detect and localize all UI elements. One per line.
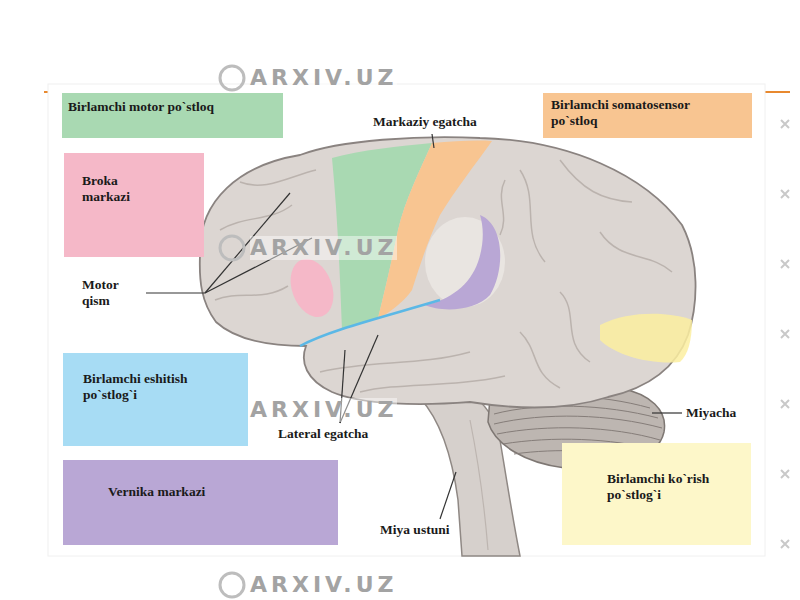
box-text: Birlamchi ko`rish po`stlog`i <box>607 471 727 502</box>
slide-decoration <box>44 84 790 556</box>
cerebrum <box>200 137 696 407</box>
region-label-box: Birlamchi somatosensor po`stloq <box>543 93 752 138</box>
watermark: ARXIV.UZ <box>250 398 397 422</box>
region-label-box: Birlamchi ko`rish po`stlog`i <box>562 443 751 545</box>
region-label-box: Birlamchi eshitish po`stlog`i <box>63 353 248 446</box>
watermark: ARXIV.UZ <box>250 236 397 260</box>
box-text: Birlamchi somatosensor po`stloq <box>551 97 711 128</box>
box-text: Broka markazi <box>82 173 152 204</box>
region-label-box: Broka markazi <box>64 153 204 257</box>
callout-label: Motor qism <box>82 277 137 308</box>
region-label-box: Birlamchi motor po`stloq <box>62 93 283 138</box>
box-text: Birlamchi eshitish po`stlog`i <box>83 371 193 402</box>
callout-label: Miya ustuni <box>380 522 449 538</box>
box-text: Birlamchi motor po`stloq <box>68 99 214 115</box>
region-label-box: Vernika markazi <box>63 460 338 545</box>
watermark: ARXIV.UZ <box>250 573 397 597</box>
callout-label: Lateral egatcha <box>278 426 368 442</box>
box-text: Vernika markazi <box>108 484 205 500</box>
callout-label: Miyacha <box>686 405 736 421</box>
callout-label: Markaziy egatcha <box>373 114 477 130</box>
watermark: ARXIV.UZ <box>250 66 397 90</box>
